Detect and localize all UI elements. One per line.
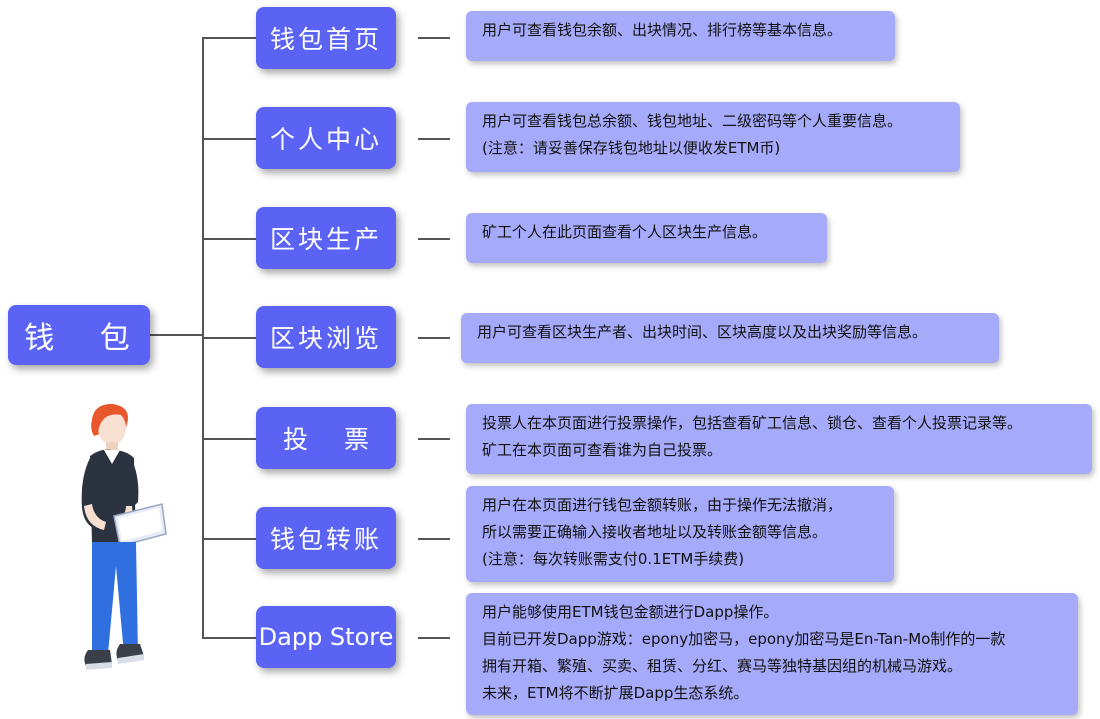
desc-line: 目前已开发Dapp游戏：epony加密马，epony加密马是En-Tan-Mo制… <box>482 630 1006 648</box>
node-block-explorer: 区块浏览 <box>256 306 396 368</box>
connector-2 <box>418 138 450 140</box>
desc-block-production: 矿工个人在此页面查看个人区块生产信息。 <box>466 213 827 263</box>
desc-line: 拥有开箱、繁殖、买卖、租赁、分红、赛马等独特基因组的机械马游戏。 <box>482 657 963 675</box>
desc-line: 投票人在本页面进行投票操作，包括查看矿工信息、锁仓、查看个人投票记录等。 <box>482 414 1023 432</box>
trunk-line <box>150 334 202 336</box>
desc-line: 用户可查看钱包总余额、钱包地址、二级密码等个人重要信息。 <box>482 112 903 130</box>
desc-line: 矿工个人在此页面查看个人区块生产信息。 <box>482 223 768 241</box>
desc-line: 所以需要正确输入接收者地址以及转账金额等信息。 <box>482 523 828 541</box>
branch-line-3 <box>202 238 256 240</box>
connector-7 <box>418 637 450 639</box>
person-illustration <box>81 404 167 670</box>
desc-line: 用户可查看钱包余额、出块情况、排行榜等基本信息。 <box>482 21 843 39</box>
desc-line: 用户可查看区块生产者、出块时间、区块高度以及出块奖励等信息。 <box>477 323 928 341</box>
desc-block-explorer: 用户可查看区块生产者、出块时间、区块高度以及出块奖励等信息。 <box>461 313 999 363</box>
connector-4 <box>418 337 450 339</box>
node-vote: 投 票 <box>256 407 396 469</box>
desc-wallet-transfer: 用户在本页面进行钱包金额转账，由于操作无法撤消， 所以需要正确输入接收者地址以及… <box>466 486 894 582</box>
connector-3 <box>418 238 450 240</box>
root-node-wallet: 钱 包 <box>8 305 150 365</box>
desc-line: (注意：请妥善保存钱包地址以便收发ETM币) <box>482 139 781 157</box>
branch-line-4 <box>202 337 256 339</box>
connector-6 <box>418 538 450 540</box>
desc-wallet-home: 用户可查看钱包余额、出块情况、排行榜等基本信息。 <box>466 11 895 61</box>
branch-line-1 <box>202 37 256 39</box>
desc-dapp-store: 用户能够使用ETM钱包金额进行Dapp操作。 目前已开发Dapp游戏：epony… <box>466 593 1078 715</box>
desc-vote: 投票人在本页面进行投票操作，包括查看矿工信息、锁仓、查看个人投票记录等。 矿工在… <box>466 404 1092 474</box>
node-wallet-transfer: 钱包转账 <box>256 507 396 569</box>
node-personal-center: 个人中心 <box>256 107 396 169</box>
node-wallet-home: 钱包首页 <box>256 7 396 69</box>
desc-personal-center: 用户可查看钱包总余额、钱包地址、二级密码等个人重要信息。 (注意：请妥善保存钱包… <box>466 102 960 172</box>
branch-line-6 <box>202 538 256 540</box>
desc-line: 未来，ETM将不断扩展Dapp生态系统。 <box>482 684 749 702</box>
branch-line-5 <box>202 438 256 440</box>
connector-1 <box>418 37 450 39</box>
desc-line: 用户能够使用ETM钱包金额进行Dapp操作。 <box>482 603 779 621</box>
branch-line-7 <box>202 637 256 639</box>
node-dapp-store: Dapp Store <box>256 606 396 668</box>
branch-line-2 <box>202 138 256 140</box>
desc-line: 矿工在本页面可查看谁为自己投票。 <box>482 441 723 459</box>
desc-line: 用户在本页面进行钱包金额转账，由于操作无法撤消， <box>482 496 843 514</box>
connector-5 <box>418 438 450 440</box>
desc-line: (注意：每次转账需支付0.1ETM手续费) <box>482 550 745 568</box>
node-block-production: 区块生产 <box>256 207 396 269</box>
